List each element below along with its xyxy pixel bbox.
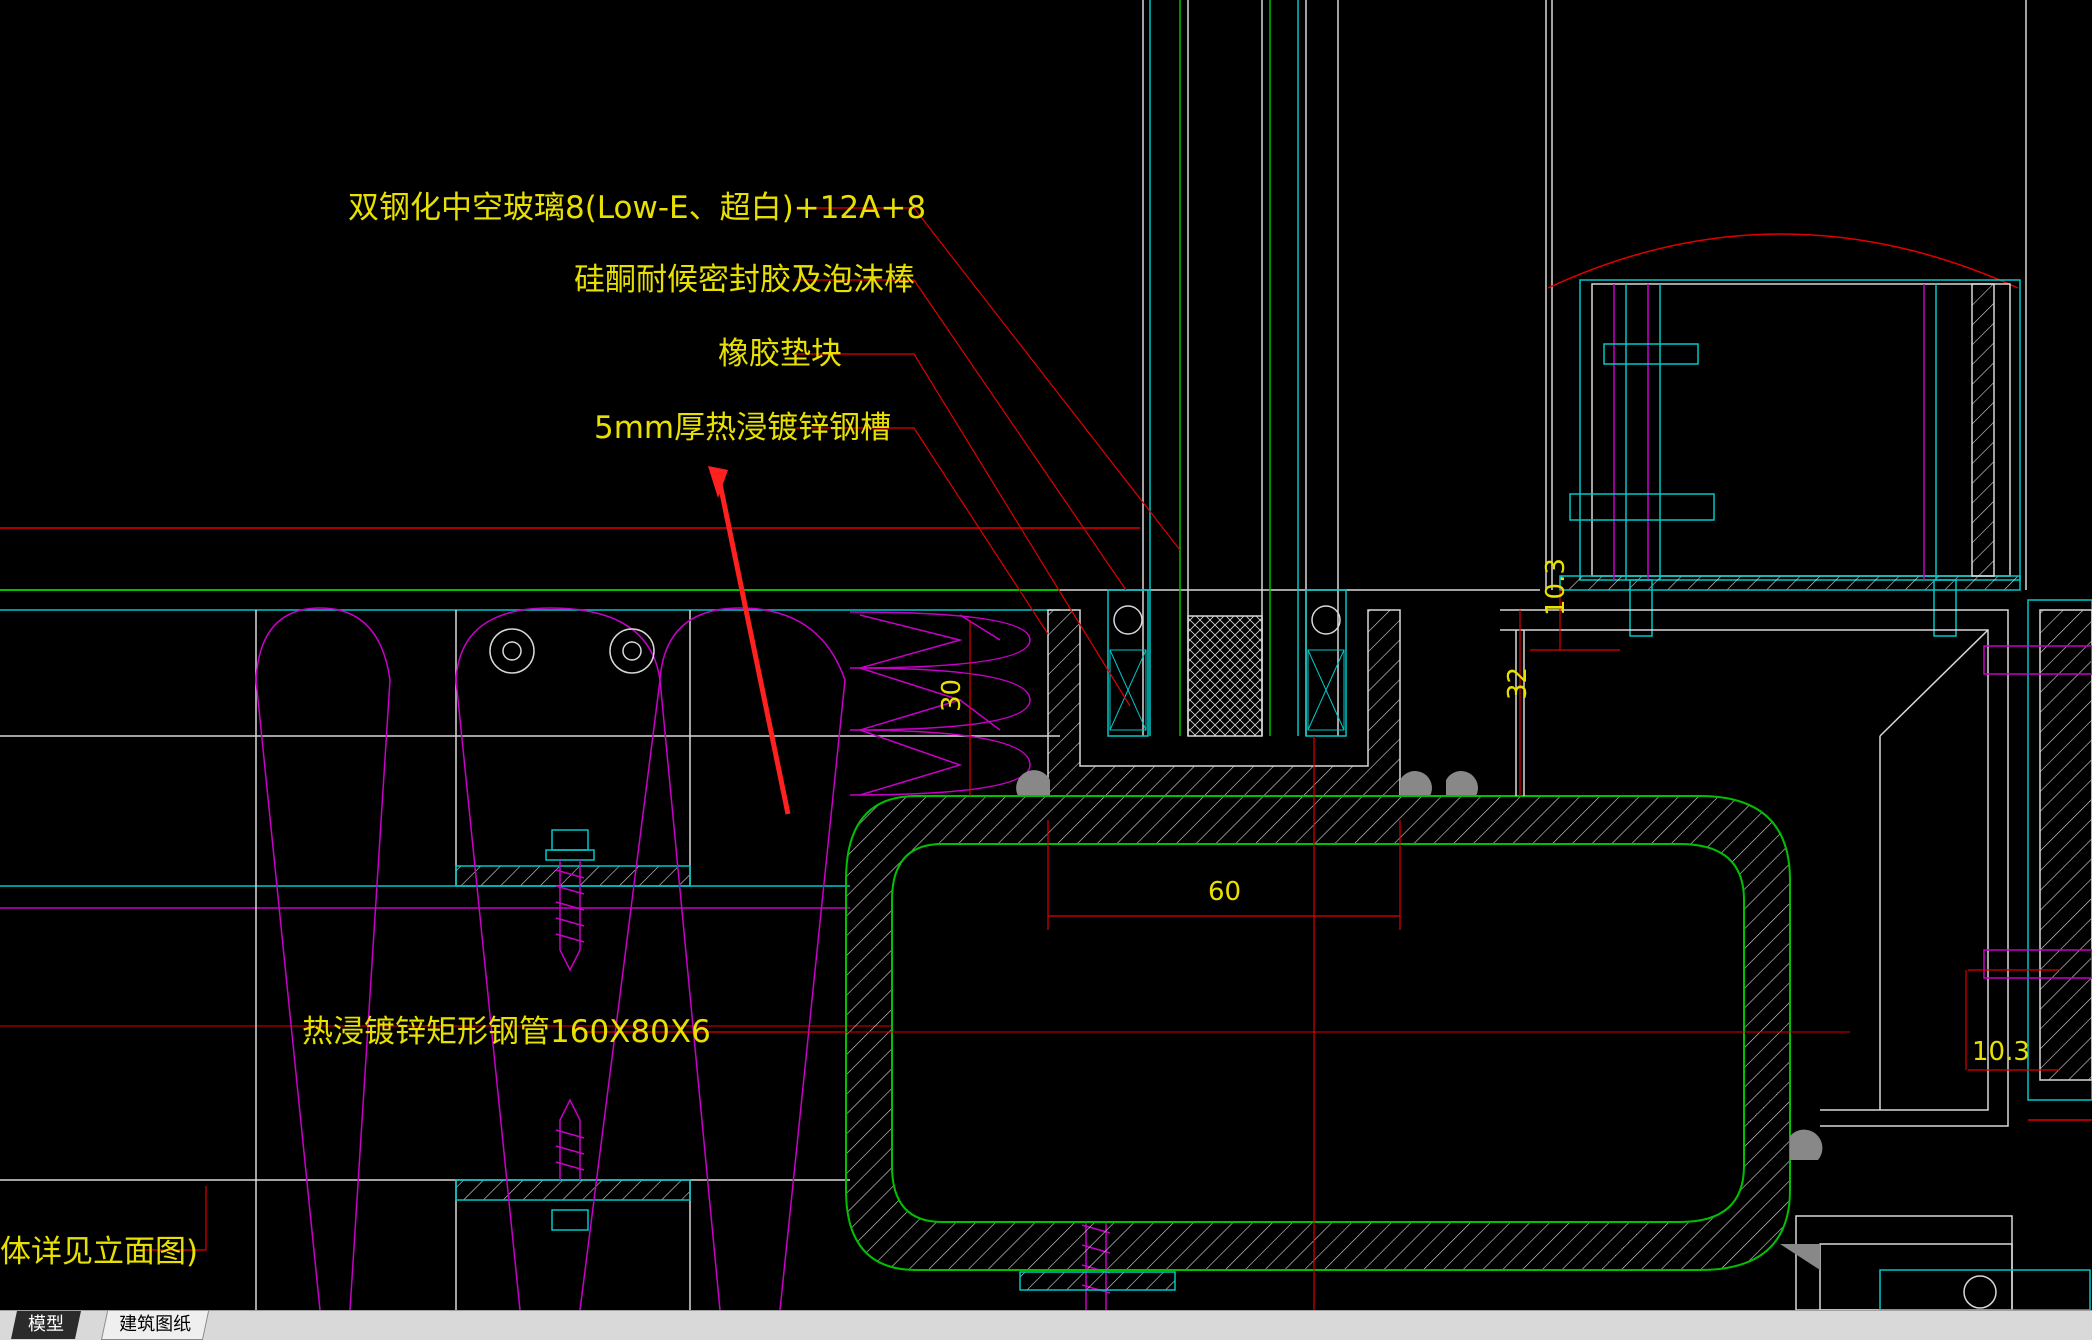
dim-30: 30: [937, 679, 967, 712]
glass-annotation: 双钢化中空玻璃8(Low-E、超白)+12A+8: [348, 190, 926, 226]
leader-lines: [140, 207, 1181, 1251]
steel-tube-annotation: 热浸镀锌矩形钢管160X80X6: [302, 1014, 711, 1050]
dimension-labels: 30 60 32 10.3 10.3: [937, 558, 2030, 1067]
anchor-teardrops: [255, 607, 846, 1310]
self-tapping-screws: [545, 829, 1176, 1310]
elevation-note: 体详见立面图): [0, 1234, 198, 1270]
bolt-circles: [489, 628, 655, 674]
annotations: 双钢化中空玻璃8(Low-E、超白)+12A+8 硅酮耐候密封胶及泡沫棒 橡胶垫…: [0, 190, 926, 1270]
rubber-block-annotation: 橡胶垫块: [718, 336, 842, 372]
steel-channel: [1016, 589, 1478, 797]
tab-architectural-drawings[interactable]: 建筑图纸: [100, 1311, 210, 1340]
steel-channel-annotation: 5mm厚热浸镀锌钢槽: [594, 410, 891, 446]
dimension-lines: [969, 590, 2060, 1310]
dim-60: 60: [1208, 877, 1241, 907]
tab-arch-label: 建筑图纸: [119, 1314, 192, 1335]
dim-10-3-right: 10.3: [1972, 1037, 2030, 1067]
insulation-zigzag: [849, 611, 1031, 796]
tab-model[interactable]: 模型: [11, 1311, 81, 1339]
layout-tab-bar: 模型 建筑图纸: [0, 1310, 2092, 1340]
right-frame: [1500, 233, 2092, 1310]
cad-drawing-canvas[interactable]: 双钢化中空玻璃8(Low-E、超白)+12A+8 硅酮耐候密封胶及泡沫棒 橡胶垫…: [0, 0, 2092, 1310]
rectangular-steel-tube: [830, 795, 1850, 1271]
tab-model-label: 模型: [28, 1314, 64, 1335]
dim-10-3-top: 10.3: [1541, 558, 1571, 616]
sealant-annotation: 硅酮耐候密封胶及泡沫棒: [574, 262, 915, 298]
cad-drawing: 双钢化中空玻璃8(Low-E、超白)+12A+8 硅酮耐候密封胶及泡沫棒 橡胶垫…: [0, 0, 2092, 1310]
left-block-frame: [255, 610, 691, 1310]
glass-panes: [1142, 0, 2027, 1310]
dim-32: 32: [1503, 667, 1533, 700]
red-arrow: [708, 466, 791, 815]
